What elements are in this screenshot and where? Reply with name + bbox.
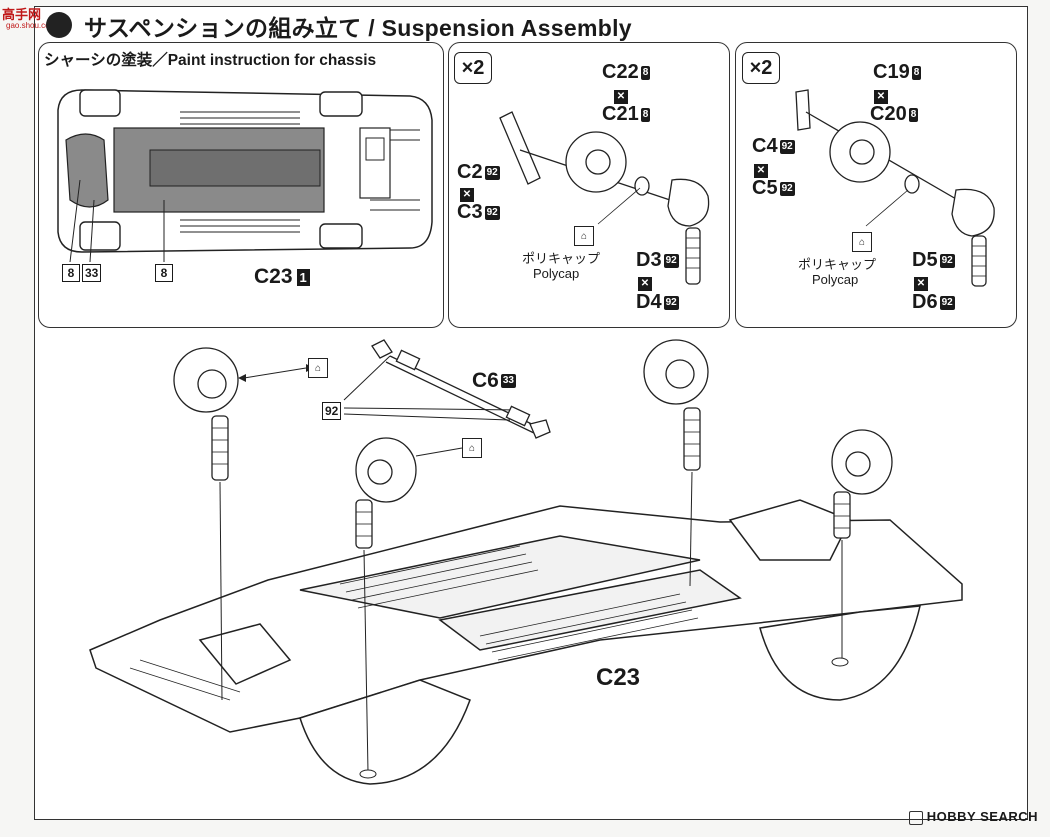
x-mark-icon: ✕ bbox=[874, 86, 888, 104]
polycap-label-ja: ポリキャップ bbox=[798, 257, 877, 272]
part-number: C22 bbox=[602, 61, 639, 83]
color-code: 92 bbox=[663, 253, 679, 268]
color-code: 92 bbox=[939, 253, 955, 268]
glue-icon: ⌂ bbox=[308, 358, 328, 378]
part-number: C5 bbox=[752, 177, 778, 199]
part-number: C20 bbox=[870, 103, 907, 125]
color-code-box: 8 bbox=[62, 264, 80, 282]
step-mark-icon bbox=[46, 12, 72, 38]
quantity-text: ×2 bbox=[461, 56, 485, 79]
quantity-badge: ×2 bbox=[454, 52, 492, 84]
part-number: C21 bbox=[602, 103, 639, 125]
site-url: gao.shou.com bbox=[6, 21, 57, 30]
color-code-box: 33 bbox=[82, 264, 102, 282]
x-mark-icon: ✕ bbox=[914, 273, 928, 291]
tip-color-code: 92 bbox=[322, 402, 342, 420]
color-code-box: 92 bbox=[322, 402, 342, 420]
x-mark-icon: ✕ bbox=[638, 273, 652, 291]
paint-panel-heading: シャーシの塗装／Paint instruction for chassis bbox=[44, 52, 377, 69]
part-number: C2 bbox=[457, 161, 483, 183]
color-code: 33 bbox=[500, 374, 516, 389]
color-code-box: 8 bbox=[155, 264, 173, 282]
color-code: 8 bbox=[911, 65, 922, 80]
x-mark-icon: ✕ bbox=[460, 184, 474, 202]
part-number: D3 bbox=[636, 249, 662, 271]
polycap-label-ja: ポリキャップ bbox=[522, 251, 601, 266]
part-number: C6 bbox=[472, 369, 499, 392]
part-number: C19 bbox=[873, 61, 910, 83]
glue-icon: ⌂ bbox=[462, 438, 482, 458]
part-code: 1 bbox=[296, 268, 310, 286]
brand-name: HOBBY SEARCH bbox=[926, 809, 1038, 825]
part-number: C23 bbox=[254, 265, 293, 288]
brand-watermark: HOBBY SEARCH bbox=[908, 809, 1038, 825]
part-number: D4 bbox=[636, 291, 662, 313]
x-mark-icon: ✕ bbox=[614, 86, 628, 104]
part-number: D5 bbox=[912, 249, 938, 271]
color-code: 92 bbox=[663, 295, 679, 310]
color-code: 92 bbox=[939, 295, 955, 310]
quantity-badge: ×2 bbox=[742, 52, 780, 84]
polycap-label-en: Polycap bbox=[812, 272, 859, 287]
color-code: 92 bbox=[484, 165, 500, 180]
color-code: 8 bbox=[640, 107, 651, 122]
site-watermark: 高手网 gao.shou.com bbox=[0, 4, 80, 34]
page-title: サスペンションの組み立て / Suspension Assembly bbox=[84, 15, 632, 41]
color-code-group-center: 8 bbox=[155, 264, 173, 282]
color-code: 92 bbox=[779, 181, 795, 196]
color-code: 92 bbox=[779, 139, 795, 154]
polycap-label-en: Polycap bbox=[533, 266, 580, 281]
part-number: C4 bbox=[752, 135, 778, 157]
quantity-text: ×2 bbox=[749, 56, 773, 79]
glue-icon: ⌂ bbox=[852, 232, 872, 252]
color-code: 92 bbox=[484, 205, 500, 220]
part-number: C3 bbox=[457, 201, 483, 223]
part-number: D6 bbox=[912, 291, 938, 313]
logo-icon bbox=[908, 811, 923, 825]
glue-icon: ⌂ bbox=[574, 226, 594, 246]
color-code: 8 bbox=[908, 107, 919, 122]
chassis-part-label: C23 bbox=[596, 664, 641, 691]
x-mark-icon: ✕ bbox=[754, 160, 768, 178]
color-code: 8 bbox=[640, 65, 651, 80]
site-logo: 高手网 bbox=[2, 7, 42, 22]
